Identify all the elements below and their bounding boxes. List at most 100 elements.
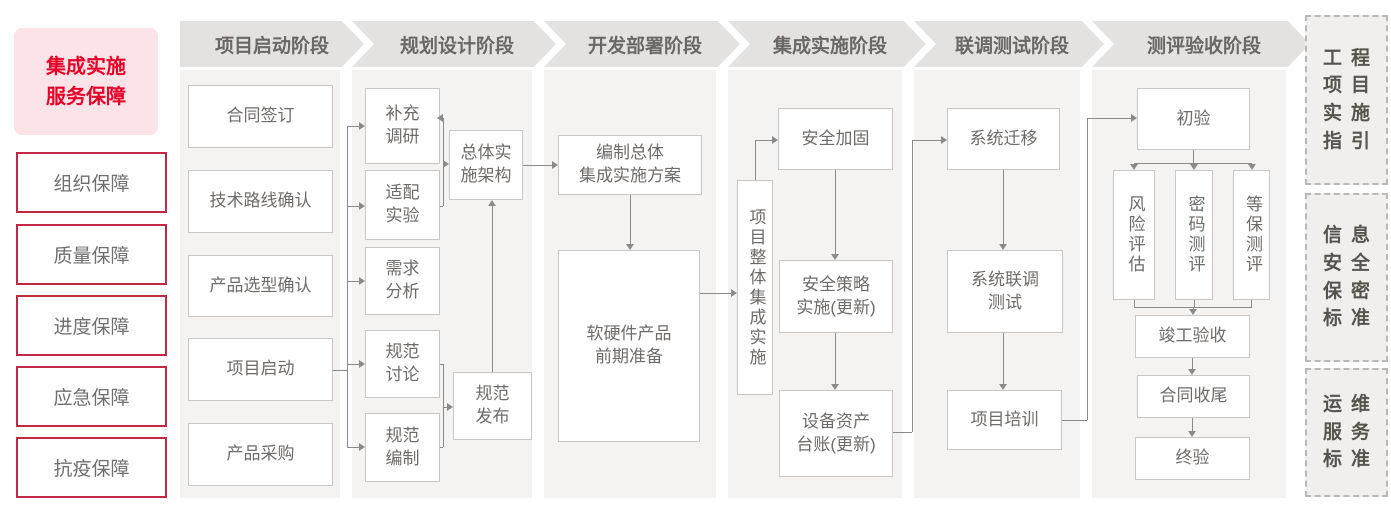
connector-line bbox=[893, 432, 912, 433]
connector-line bbox=[440, 364, 443, 365]
arrowhead bbox=[1190, 164, 1198, 170]
flow-box-risk-assessment: 风险评估 bbox=[1113, 170, 1155, 300]
connector-line bbox=[347, 206, 359, 207]
flow-box-crypto-evaluation-label: 密码测评 bbox=[1185, 195, 1205, 275]
connector-line bbox=[347, 126, 359, 127]
connector-line bbox=[1087, 118, 1088, 420]
flow-box-spec-discussion: 规范 讨论 bbox=[365, 330, 440, 398]
flow-box-tech-route-confirm: 技术路线确认 bbox=[188, 170, 333, 233]
standard-box-om-service-standard: 运维 服务 标准 bbox=[1305, 368, 1388, 497]
flow-box-overall-integration-plan: 编制总体 集成实施方案 bbox=[558, 135, 702, 195]
flow-box-risk-assessment-label: 风险评估 bbox=[1125, 195, 1145, 275]
connector-line bbox=[440, 447, 443, 448]
arrowhead bbox=[1248, 164, 1256, 170]
arrowhead bbox=[437, 114, 443, 122]
flow-box-joint-debug-test: 系统联调 测试 bbox=[947, 250, 1063, 333]
arrowhead bbox=[359, 443, 365, 451]
flow-box-security-hardening: 安全加固 bbox=[778, 108, 893, 170]
connector-line bbox=[523, 165, 552, 166]
flow-box-contract-signing: 合同签订 bbox=[188, 85, 333, 148]
arrowhead bbox=[359, 277, 365, 285]
sidebar-title-service-guarantee: 集成实施 服务保障 bbox=[14, 28, 158, 135]
standard-box-om-service-standard-label: 运维 服务 标准 bbox=[1322, 394, 1379, 471]
connector-line bbox=[347, 281, 359, 282]
connector-line bbox=[347, 364, 359, 365]
flow-box-mlps-evaluation-label: 等保测评 bbox=[1242, 195, 1262, 275]
sidebar-item-quality: 质量保障 bbox=[16, 224, 167, 285]
connector-line bbox=[630, 195, 631, 244]
connector-line bbox=[1193, 307, 1194, 310]
connector-line bbox=[1192, 418, 1193, 431]
flow-box-mlps-evaluation: 等保测评 bbox=[1233, 170, 1270, 300]
flow-box-overall-integration-impl: 项目整体集成实施 bbox=[737, 180, 773, 395]
flow-box-product-procurement: 产品采购 bbox=[188, 423, 333, 486]
sidebar-item-epidemic: 抗疫保障 bbox=[16, 437, 167, 498]
arrowhead bbox=[999, 244, 1007, 250]
connector-line bbox=[700, 293, 731, 294]
sidebar-item-schedule: 进度保障 bbox=[16, 295, 167, 356]
flow-box-project-kickoff: 项目启动 bbox=[188, 338, 333, 401]
arrowhead bbox=[831, 254, 839, 260]
connector-line bbox=[1192, 358, 1193, 369]
arrowhead bbox=[941, 136, 947, 144]
arrowhead bbox=[447, 403, 453, 411]
connector-line bbox=[755, 140, 772, 141]
flow-box-spec-release: 规范 发布 bbox=[453, 372, 532, 440]
connector-line bbox=[1134, 300, 1135, 307]
arrowhead bbox=[772, 136, 778, 144]
flow-box-security-policy-impl: 安全策略 实施(更新) bbox=[779, 260, 893, 333]
phase-header-dev-deploy: 开发部署阶段 bbox=[544, 21, 740, 67]
connector-line bbox=[755, 140, 756, 180]
connector-line bbox=[1134, 163, 1252, 164]
connector-line bbox=[1251, 300, 1252, 307]
arrowhead bbox=[359, 202, 365, 210]
arrowhead bbox=[831, 384, 839, 390]
phase-header-planning-design: 规划设计阶段 bbox=[352, 21, 556, 67]
phase-header-project-kickoff: 项目启动阶段 bbox=[180, 21, 364, 67]
flow-box-asset-ledger-update: 设备资产 台账(更新) bbox=[779, 390, 893, 477]
connector-line bbox=[912, 140, 941, 141]
arrowhead bbox=[1130, 164, 1138, 170]
flow-box-adaptation-test: 适配 实验 bbox=[365, 170, 440, 240]
connector-line bbox=[1087, 118, 1131, 119]
flow-box-completion-acceptance: 竣工验收 bbox=[1135, 315, 1250, 358]
phase-header-joint-test: 联调测试阶段 bbox=[914, 21, 1104, 67]
arrowhead bbox=[1189, 309, 1197, 315]
flow-box-hw-sw-preparation: 软硬件产品 前期准备 bbox=[558, 250, 700, 442]
standard-box-project-impl-guide: 工程 项目 实施 指引 bbox=[1305, 15, 1388, 185]
flow-box-requirement-analysis: 需求 分析 bbox=[365, 247, 440, 315]
connector-line bbox=[347, 447, 359, 448]
connector-line bbox=[912, 140, 913, 432]
sidebar-item-emergency: 应急保障 bbox=[16, 366, 167, 427]
connector-line bbox=[443, 407, 447, 408]
connector-line bbox=[1003, 170, 1004, 244]
flow-box-crypto-evaluation: 密码测评 bbox=[1175, 170, 1213, 300]
phase-header-integration: 集成实施阶段 bbox=[728, 21, 926, 67]
standard-box-project-impl-guide-label: 工程 项目 实施 指引 bbox=[1322, 47, 1379, 152]
arrowhead bbox=[443, 160, 449, 168]
flow-box-overall-integration-impl-label: 项目整体集成实施 bbox=[746, 207, 766, 368]
connector-line bbox=[1193, 150, 1194, 163]
connector-line bbox=[347, 126, 348, 447]
standard-box-infosec-confidentiality: 信息 安全 保密 标准 bbox=[1305, 193, 1388, 362]
sidebar-item-organization: 组织保障 bbox=[16, 152, 167, 213]
connector-line bbox=[492, 206, 493, 372]
arrowhead bbox=[731, 289, 737, 297]
connector-line bbox=[443, 364, 444, 447]
connector-line bbox=[440, 206, 443, 207]
flow-box-spec-drafting: 规范 编制 bbox=[365, 413, 440, 482]
phase-header-acceptance: 测评验收阶段 bbox=[1092, 21, 1310, 67]
connector-line bbox=[835, 333, 836, 384]
arrowhead bbox=[1188, 431, 1196, 437]
flow-box-contract-closure: 合同收尾 bbox=[1137, 375, 1250, 418]
arrowhead bbox=[488, 200, 496, 206]
flow-box-initial-acceptance: 初验 bbox=[1137, 88, 1250, 150]
flow-box-product-selection-confirm: 产品选型确认 bbox=[188, 255, 333, 317]
arrowhead bbox=[552, 161, 558, 169]
flow-box-supplementary-research: 补充 调研 bbox=[365, 88, 440, 164]
flow-box-overall-impl-architecture: 总体实 施架构 bbox=[449, 130, 523, 200]
arrowhead bbox=[359, 360, 365, 368]
arrowhead bbox=[359, 122, 365, 130]
connector-line bbox=[1062, 420, 1087, 421]
